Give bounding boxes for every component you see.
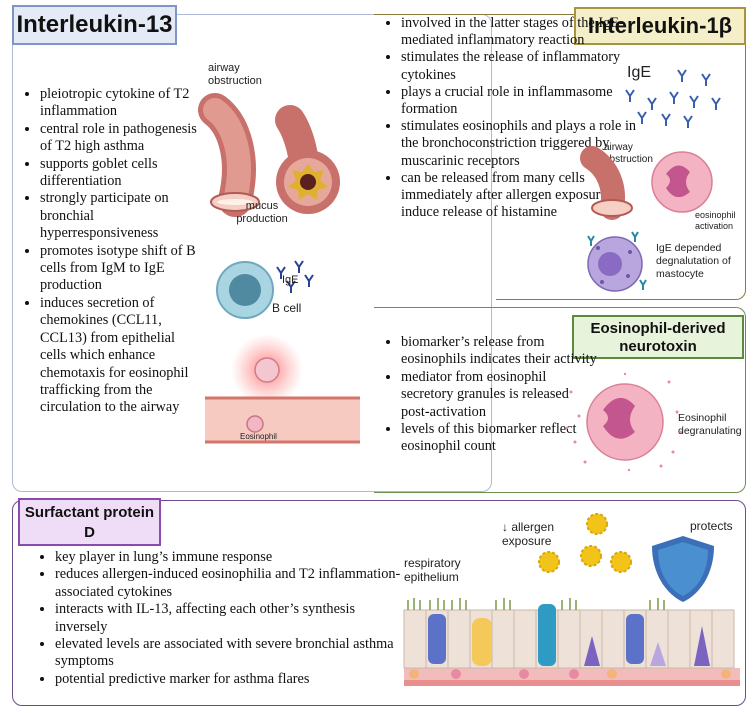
eosinophil-activation-icon — [651, 151, 713, 213]
respiratory-epithelium-illustration — [403, 598, 740, 686]
edn-bullet: levels of this biomarker reflect eosinop… — [401, 421, 601, 456]
il1b-bullet: stimulates the release of inflammatory c… — [401, 49, 651, 83]
shield-icon — [652, 536, 714, 602]
eosinophil-activation-label: eosinophil activation — [695, 210, 736, 231]
il1b-panel-top-border — [374, 14, 574, 15]
allergen-particles-icon — [538, 513, 632, 573]
protects-label: protects — [690, 519, 733, 533]
b-cell-icon — [216, 260, 314, 319]
ige-degranulation-label: IgE depended degnalutation of mastocyte — [656, 242, 731, 280]
airway-obstruction-illustration — [198, 93, 340, 217]
edn-bullet: mediator from eosinophil secretory granu… — [401, 369, 601, 421]
il1b-bullet: stimulates eosinophils and plays a role … — [401, 118, 651, 170]
edn-bullet: biomarker’s release from eosinophils ind… — [401, 334, 601, 369]
il1b-ige-label: IgE — [627, 64, 652, 81]
il13-bullet: central role in pathogenesis of T2 high … — [40, 121, 200, 156]
edn-panel — [374, 307, 746, 493]
ige-antibodies-icon — [625, 69, 721, 128]
surfactant-bullet: interacts with IL-13, affecting each oth… — [55, 601, 407, 636]
il1b-bullet: plays a crucial role in inflammasome for… — [401, 84, 651, 118]
il1b-airway-obstruction-label: airway obstruction — [604, 142, 653, 165]
il1b-airway-icon — [580, 146, 633, 220]
il13-panel — [12, 14, 492, 492]
il13-bullet: strongly participate on bronchial hyperr… — [40, 190, 200, 242]
il13-bullet: supports goblet cells differentiation — [40, 156, 200, 191]
surfactant-bullet: reduces allergen-induced eosinophilia an… — [55, 566, 407, 601]
il13-bullet: pleiotropic cytokine of T2 inflammation — [40, 86, 200, 121]
surfactant-title: Surfactant protein D — [18, 498, 161, 546]
mastocyte-icon — [587, 231, 647, 292]
il13-bullet-list: pleiotropic cytokine of T2 inflammation … — [18, 86, 200, 417]
surfactant-bullet-list: key player in lung’s immune response red… — [33, 549, 407, 688]
il13-ige-label: IgE — [282, 274, 299, 286]
surfactant-bullet: elevated levels are associated with seve… — [55, 636, 407, 671]
surfactant-bullet: potential predictive marker for asthma f… — [55, 671, 407, 688]
il1b-title: Interleukin-1β — [574, 7, 746, 45]
edn-bullet-list: biomarker’s release from eosinophils ind… — [379, 334, 601, 456]
il1b-bullet-list: involved in the latter stages of the IgE… — [379, 15, 651, 221]
il13-title: Interleukin-13 — [12, 5, 177, 45]
b-cell-label: B cell — [272, 301, 302, 315]
allergen-exposure-label: ↓ allergen exposure — [502, 520, 555, 548]
eosinophil-degranulating-label: Eosinophil degranulating — [678, 412, 742, 437]
eosinophil-vessel-illustration — [205, 334, 360, 444]
il13-bullet: promotes isotype shift of B cells from I… — [40, 243, 200, 295]
eosinophil-label: Eosinophil — [240, 432, 277, 441]
mucus-production-label: mucus production — [236, 200, 288, 225]
il1b-bullet: involved in the latter stages of the IgE… — [401, 15, 651, 49]
il1b-bullet: can be released from many cells immediat… — [401, 170, 651, 222]
surfactant-panel — [12, 500, 746, 706]
eosinophil-degranulating-icon — [565, 372, 683, 472]
airway-obstruction-label: airway obstruction — [208, 62, 262, 87]
respiratory-epithelium-label: respiratory epithelium — [404, 556, 461, 584]
il13-bullet: induces secretion of chemokines (CCL11, … — [40, 295, 200, 417]
edn-title: Eosinophil-derived neurotoxin — [572, 315, 744, 359]
surfactant-bullet: key player in lung’s immune response — [55, 549, 407, 566]
